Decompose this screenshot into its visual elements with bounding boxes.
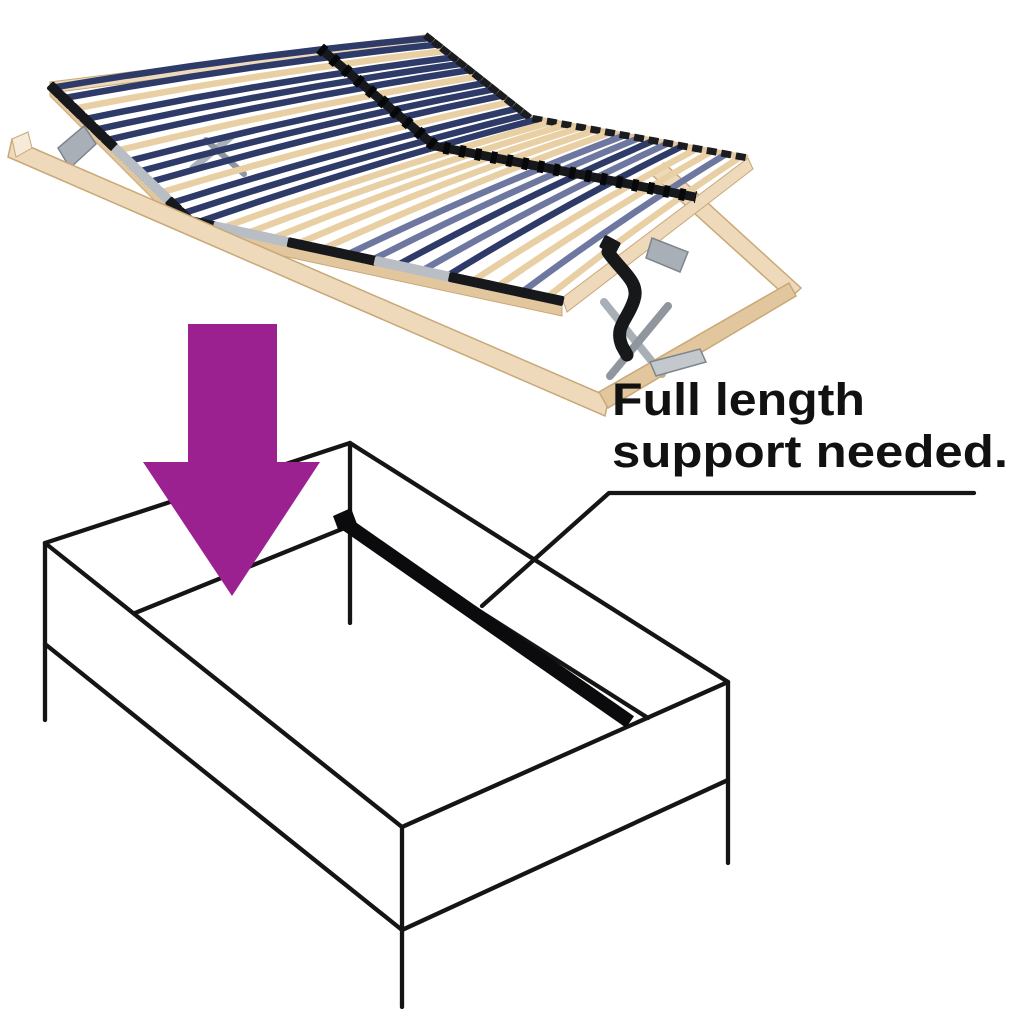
slat-end-cap-far bbox=[471, 70, 484, 83]
slat-cap bbox=[46, 81, 64, 99]
slat bbox=[521, 150, 730, 294]
slat bbox=[95, 60, 465, 133]
underframe-near-rail-end bbox=[11, 131, 33, 158]
platform-foot-band bbox=[561, 157, 754, 313]
slat-end-cap-far bbox=[618, 130, 631, 140]
slat bbox=[199, 116, 541, 224]
slat bbox=[138, 86, 497, 175]
slat bbox=[105, 66, 473, 143]
bed-slat-base-photo bbox=[7, 32, 803, 418]
underframe-near-rail bbox=[7, 137, 610, 418]
slat-end-cap-far bbox=[447, 51, 460, 64]
slat-end-cap-far bbox=[647, 136, 660, 146]
slat bbox=[149, 92, 505, 185]
slat-cap bbox=[90, 123, 107, 141]
head-hinge-bracket-metal bbox=[57, 124, 97, 170]
slat bbox=[496, 148, 715, 288]
slat bbox=[471, 145, 701, 283]
slat-end-cap-far bbox=[589, 125, 601, 135]
foot-scissor-bracket-metal bbox=[645, 237, 689, 273]
slat-cap bbox=[154, 186, 172, 204]
slat-end-cap-far bbox=[519, 108, 533, 121]
slat-end-cap-far bbox=[691, 144, 703, 154]
slat-cap bbox=[133, 165, 150, 183]
slat-end-cap-far bbox=[735, 152, 747, 162]
callout-line bbox=[479, 490, 977, 609]
slat-cap bbox=[143, 176, 161, 193]
slat bbox=[397, 137, 657, 267]
slat bbox=[422, 140, 672, 272]
support-beam-bar bbox=[341, 518, 635, 728]
slat bbox=[546, 153, 744, 299]
slat-cap bbox=[57, 92, 75, 110]
slat-end-cap-far bbox=[662, 138, 674, 148]
frame-bottom-edge-left bbox=[42, 641, 405, 933]
slat bbox=[223, 118, 556, 230]
slat bbox=[447, 142, 686, 278]
slat bbox=[52, 34, 433, 91]
slat-end-cap-far bbox=[604, 128, 616, 138]
tension-strap bbox=[601, 245, 642, 362]
slat bbox=[116, 73, 481, 154]
slat-end-cap-far bbox=[560, 120, 572, 130]
slat-end-cap-far bbox=[495, 89, 508, 102]
slat-end-cap-far bbox=[431, 38, 444, 51]
slat bbox=[273, 124, 585, 240]
platform-slats bbox=[46, 32, 747, 306]
slat-cap bbox=[547, 293, 565, 306]
slat-cap bbox=[79, 113, 97, 130]
slat-cap bbox=[100, 134, 118, 151]
support-beam bbox=[333, 508, 635, 728]
slat-end-cap-far bbox=[720, 149, 732, 159]
slat-end-cap-far bbox=[677, 141, 689, 151]
photo-foreground-parts bbox=[7, 124, 798, 418]
slat-end-cap-far bbox=[487, 83, 500, 96]
slat-end-cap-far bbox=[531, 114, 543, 124]
slat-end-cap-far bbox=[575, 122, 587, 132]
slat-end-cap-far bbox=[439, 45, 452, 57]
foot-scissor-glide bbox=[648, 348, 708, 377]
slat-end-cap-far bbox=[455, 57, 468, 70]
slat bbox=[298, 126, 599, 246]
slat bbox=[170, 105, 522, 206]
slat-end-cap-far bbox=[706, 146, 718, 156]
annotation-line2: support needed. bbox=[612, 426, 1008, 477]
slat-cap bbox=[111, 144, 129, 162]
slat-end-cap-far bbox=[633, 133, 645, 143]
slat-end-cap-far bbox=[503, 96, 516, 108]
slat bbox=[248, 121, 570, 235]
slat-cap bbox=[165, 196, 183, 214]
annotation-line1: Full length bbox=[612, 374, 865, 425]
slat bbox=[372, 134, 643, 262]
slat bbox=[159, 98, 514, 196]
slat-end-cap-far bbox=[463, 64, 476, 76]
slat bbox=[84, 54, 457, 122]
slat bbox=[127, 79, 489, 164]
slat-cap bbox=[122, 155, 140, 172]
center-belt-caps bbox=[316, 43, 698, 204]
frame-outer-rim-front-right bbox=[399, 679, 731, 830]
slat bbox=[62, 41, 441, 101]
slat-end-cap-far bbox=[422, 32, 436, 45]
slat-end-cap-far bbox=[479, 77, 492, 89]
slat bbox=[323, 129, 614, 251]
slat-cap bbox=[68, 102, 86, 120]
slat bbox=[347, 132, 628, 256]
down-arrow-icon bbox=[143, 324, 320, 596]
frame-bottom-edge-right bbox=[399, 777, 731, 933]
frame-outer-rim-front-left bbox=[42, 540, 405, 830]
slat bbox=[181, 111, 530, 217]
foot-scissor-leg-2 bbox=[606, 302, 672, 380]
annotation-text: Full length support needed. bbox=[612, 374, 1008, 477]
slat-end-cap-far bbox=[546, 117, 558, 127]
slat bbox=[73, 47, 449, 112]
underframe-foot-rail bbox=[597, 281, 798, 410]
slat-end-cap-far bbox=[511, 102, 524, 115]
frame-outer-rim-back bbox=[42, 440, 731, 685]
